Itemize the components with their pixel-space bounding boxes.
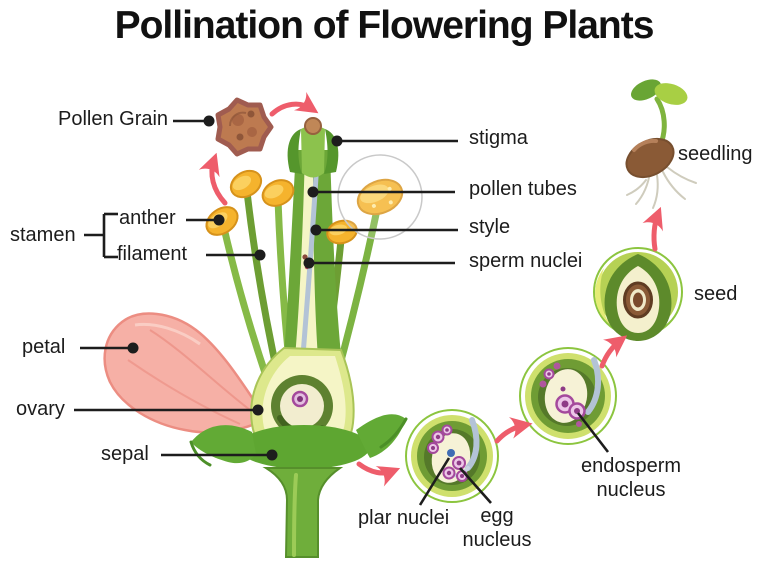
label-petal: petal xyxy=(22,336,66,358)
magnifier-circle-icon xyxy=(337,154,423,240)
label-style: style xyxy=(469,216,511,238)
ovule-stage2-illustration xyxy=(519,347,617,445)
label-egg-nucleus-line1: egg xyxy=(480,505,514,527)
sepal-and-stem xyxy=(189,414,408,558)
cycle-arrows xyxy=(198,91,663,487)
petal-shape xyxy=(103,312,268,434)
diagram-title: Pollination of Flowering Plants xyxy=(114,4,655,47)
pollen-on-stigma xyxy=(304,117,322,135)
label-endosperm-nucleus-line2: nucleus xyxy=(596,478,666,501)
stamen-bracket xyxy=(84,212,118,259)
arrow-stage1-to-stage2 xyxy=(494,417,533,444)
anthers xyxy=(205,169,404,245)
arrow-stage2-to-seed xyxy=(599,335,628,369)
arrow-anther-to-pollen xyxy=(198,152,228,206)
flower-illustration xyxy=(103,117,423,558)
label-plar-nuclei: plar nuclei xyxy=(358,507,450,529)
label-endosperm-nucleus-line1: endosperm xyxy=(580,455,682,477)
label-ovary: ovary xyxy=(16,398,65,420)
ovule-stage1-illustration xyxy=(405,409,499,503)
endosperm-nucleus-dots xyxy=(555,394,586,427)
label-pollen-grain: Pollen Grain xyxy=(58,108,169,130)
label-egg-nucleus-line2: nucleus xyxy=(462,528,532,551)
arrow-flower-to-stage1 xyxy=(356,461,401,487)
label-anther: anther xyxy=(119,207,176,229)
label-sperm-nuclei: sperm nuclei xyxy=(469,250,583,272)
scattered-nuclei-dots xyxy=(539,362,566,392)
label-sepal: sepal xyxy=(101,443,149,465)
plar-nuclei-dots xyxy=(427,424,455,457)
seedling-illustration xyxy=(625,79,697,209)
label-stamen: stamen xyxy=(10,224,76,246)
leader-lines xyxy=(74,115,610,506)
label-seed: seed xyxy=(694,283,738,305)
seed-illustration xyxy=(593,247,683,341)
label-stigma: stigma xyxy=(469,127,528,149)
label-pollen-tubes: pollen tubes xyxy=(469,178,577,200)
stigma-lobes xyxy=(287,117,339,178)
pollen-grain-illustration xyxy=(215,97,274,157)
label-seedling: seedling xyxy=(678,143,753,165)
label-egg-nucleus: egg nucleus xyxy=(447,505,547,552)
label-endosperm-nucleus: endosperm nucleus xyxy=(561,455,701,502)
label-filament: filament xyxy=(117,243,188,265)
egg-nucleus-dots xyxy=(442,456,468,482)
arrow-seed-to-seedling xyxy=(642,206,663,252)
arrow-pollen-to-stigma xyxy=(269,91,319,117)
